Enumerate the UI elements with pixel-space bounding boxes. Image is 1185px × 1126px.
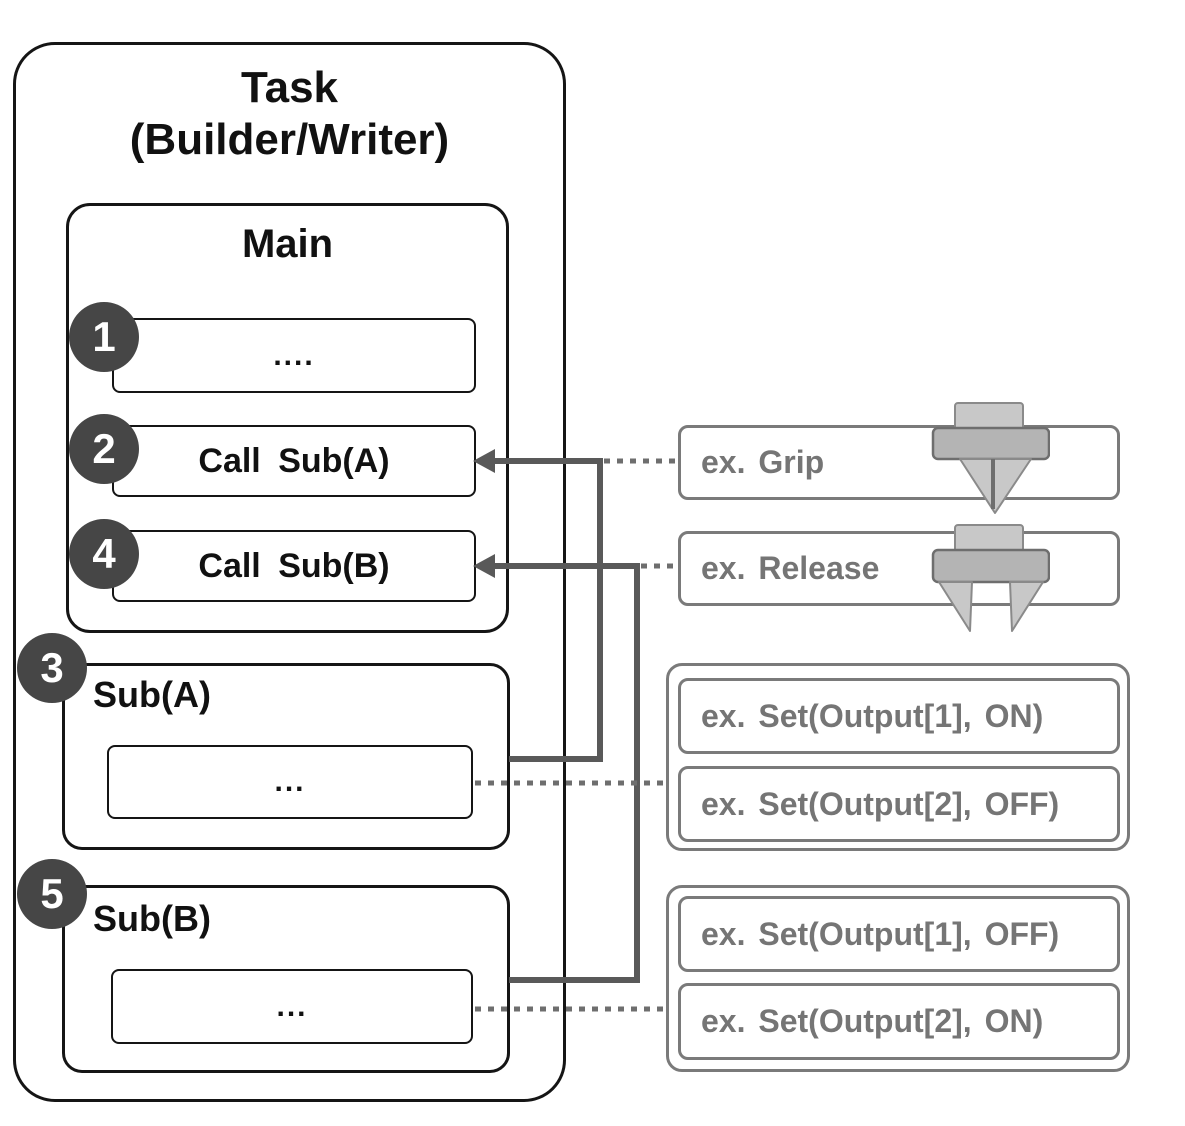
main-step-call-sub-b-box: Call Sub(B): [112, 530, 476, 602]
example-set-output2-on-box: ex. Set(Output[2], ON): [678, 983, 1120, 1060]
task-title-line2: (Builder/Writer): [129, 115, 450, 164]
sub-b-title: Sub(B): [93, 898, 211, 939]
step-badge-2: 2: [69, 414, 139, 484]
task-title-line1: Task: [240, 63, 339, 112]
main-title: Main: [241, 222, 334, 266]
example-set-output1-off-box: ex. Set(Output[1], OFF): [678, 896, 1120, 972]
example-set-output1-on-box: ex. Set(Output[1], ON): [678, 678, 1120, 754]
step-badge-5: 5: [17, 859, 87, 929]
example-set-output2-off-box: ex. Set(Output[2], OFF): [678, 766, 1120, 842]
sub-a-title: Sub(A): [93, 674, 211, 715]
main-step-call-sub-a-box: Call Sub(A): [112, 425, 476, 497]
step-badge-1: 1: [69, 302, 139, 372]
task-title: Task (Builder/Writer): [13, 62, 566, 166]
step-badge-4: 4: [69, 519, 139, 589]
sub-a-body-box: ...: [107, 745, 473, 819]
example-release-box: ex. Release: [678, 531, 1120, 606]
main-step-1-box: ....: [112, 318, 476, 393]
sub-b-body-box: ...: [111, 969, 473, 1044]
example-grip-box: ex. Grip: [678, 425, 1120, 500]
step-badge-3: 3: [17, 633, 87, 703]
